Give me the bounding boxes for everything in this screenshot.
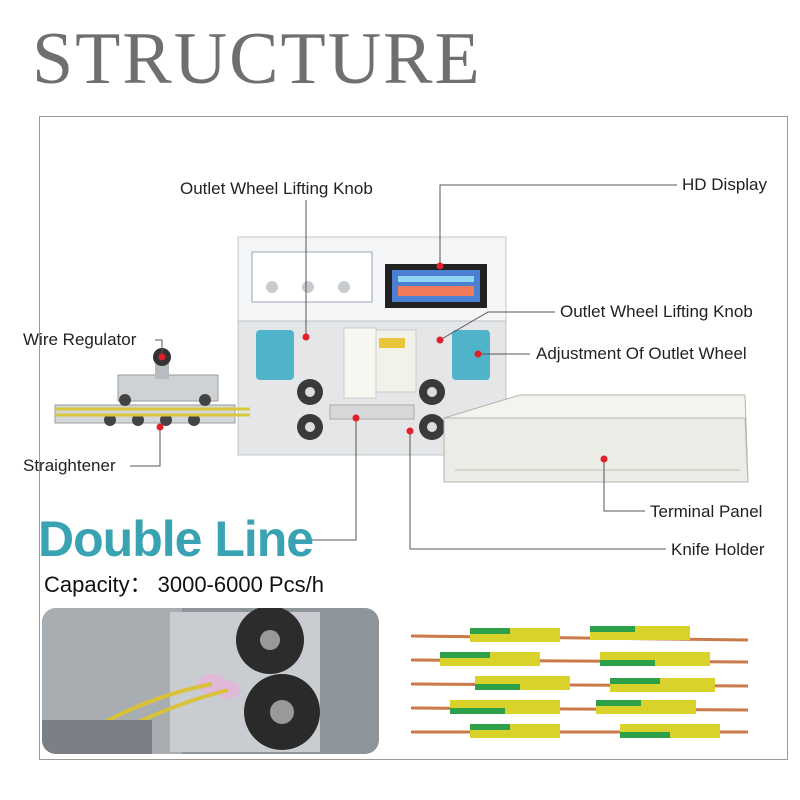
detail-photo-rollers xyxy=(42,608,379,754)
wheel-hub xyxy=(427,422,437,432)
label-knife-holder: Knife Holder xyxy=(671,540,765,559)
label-adjustment-of-outlet-wheel: Adjustment Of Outlet Wheel xyxy=(536,344,747,363)
capacity-line: Capacity：3000-6000 Pcs/h xyxy=(44,574,324,596)
display-row xyxy=(398,286,474,296)
leader-lines xyxy=(130,184,677,550)
marker-dots xyxy=(156,262,608,463)
label-wire-regulator: Wire Regulator xyxy=(23,330,137,349)
right-blue-panel xyxy=(452,330,490,380)
label-straightener: Straightener xyxy=(23,456,116,475)
wheel-hub xyxy=(305,387,315,397)
capacity-value: 3000-6000 Pcs/h xyxy=(157,572,324,597)
control-button xyxy=(266,281,278,293)
page-title: STRUCTURE xyxy=(32,18,482,100)
capacity-label: Capacity： xyxy=(44,572,152,597)
detail-photo-wires xyxy=(411,608,748,754)
label-hd-display: HD Display xyxy=(682,175,768,194)
control-plate xyxy=(251,251,373,303)
double-line-heading: Double Line xyxy=(38,511,314,567)
control-button xyxy=(302,281,314,293)
blade-cover xyxy=(343,327,377,399)
structure-frame xyxy=(39,116,788,760)
wheel-hub xyxy=(427,387,437,397)
left-blue-panel xyxy=(256,330,294,380)
label-outlet-wheel-lifting-knob-right: Outlet Wheel Lifting Knob xyxy=(560,302,753,321)
knife-slot xyxy=(329,404,415,420)
wheel-hub xyxy=(305,422,315,432)
warning-label xyxy=(379,338,405,348)
display-row xyxy=(398,276,474,282)
control-button xyxy=(338,281,350,293)
label-outlet-wheel-lifting-knob-top: Outlet Wheel Lifting Knob xyxy=(180,179,373,198)
label-terminal-panel: Terminal Panel xyxy=(650,502,763,521)
